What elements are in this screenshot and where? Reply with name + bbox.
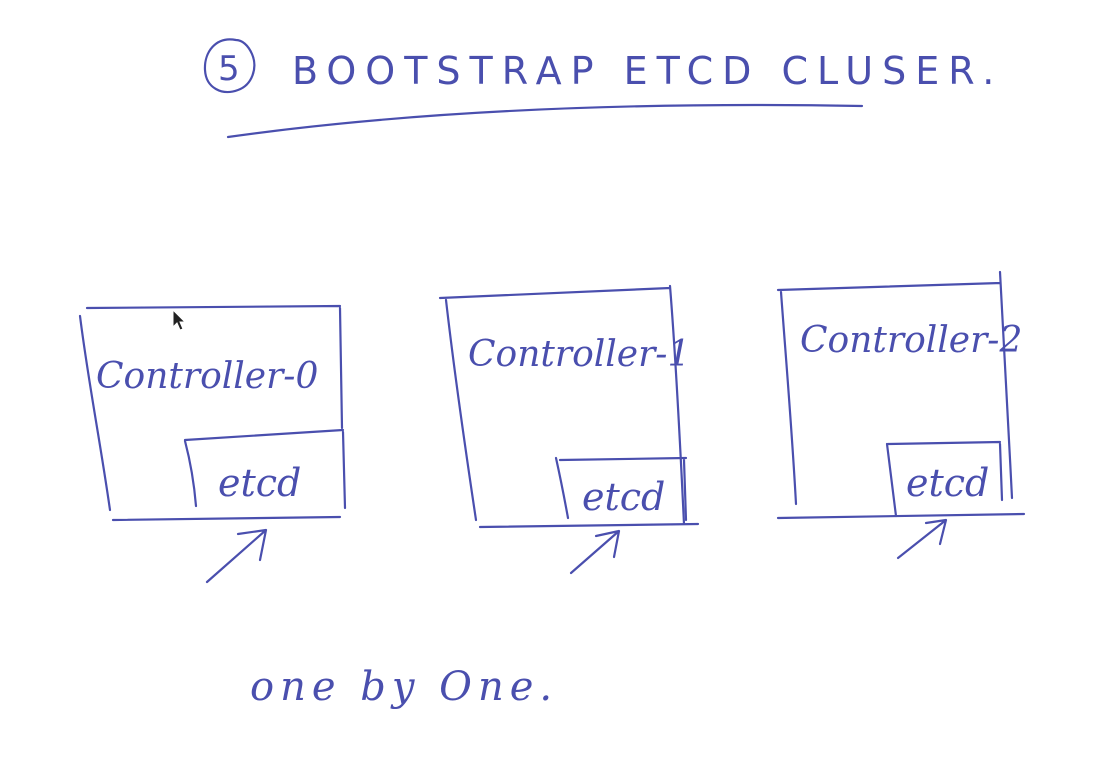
- arrow-up-right-icon: [569, 529, 621, 575]
- controller-1-box: Controller-1 etcd: [438, 284, 700, 575]
- etcd-label-2: etcd: [906, 461, 989, 505]
- etcd-box-1: etcd: [554, 456, 688, 522]
- arrow-up-right-icon: [896, 518, 948, 560]
- controller-2-label: Controller-2: [800, 320, 1022, 361]
- controller-2-box: Controller-2 etcd: [776, 270, 1026, 560]
- controller-0-label: Controller-0: [96, 356, 318, 397]
- step-number-circle: [203, 38, 256, 94]
- etcd-label-0: etcd: [218, 461, 301, 505]
- title-underline: [226, 103, 864, 139]
- controller-2-outline: [776, 270, 1026, 520]
- controller-0-box: Controller-0 etcd: [78, 304, 347, 584]
- controller-1-outline: [438, 284, 700, 529]
- title-group: 5 BOOTSTRAP ETCD CLUSER.: [203, 38, 1003, 139]
- page-title: BOOTSTRAP ETCD CLUSER.: [292, 49, 1003, 93]
- footer-note: one by One.: [250, 664, 558, 710]
- etcd-box-2: etcd: [885, 440, 1004, 518]
- controller-1-label: Controller-1: [468, 334, 690, 375]
- arrow-up-right-icon: [205, 528, 268, 584]
- etcd-label-1: etcd: [582, 475, 665, 519]
- step-number: 5: [218, 49, 240, 89]
- mouse-pointer-icon: [172, 308, 187, 331]
- etcd-box-0: etcd: [183, 428, 347, 510]
- controller-0-outline: [78, 304, 344, 522]
